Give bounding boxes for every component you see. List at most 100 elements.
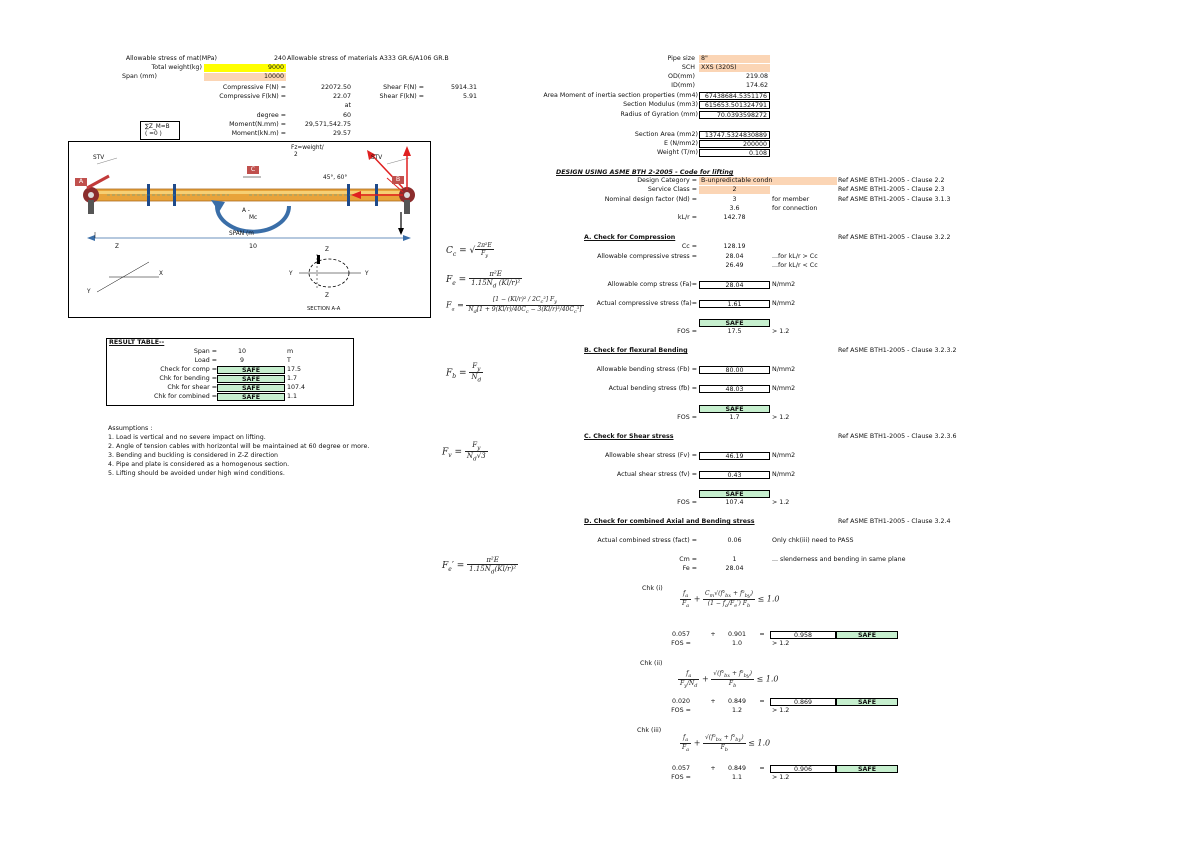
fe-value: 28.04 bbox=[725, 565, 744, 572]
sch-input[interactable]: XXS (320S) bbox=[699, 64, 770, 72]
weight-per-m-value: 0.108 bbox=[699, 149, 770, 157]
shear-kn-value: 5.91 bbox=[462, 93, 477, 100]
shear-ref: Ref ASME BTH1-2005 - Clause 3.2.3.6 bbox=[838, 433, 957, 440]
result-comb-label: Chk for combined = bbox=[153, 393, 217, 400]
chk2-label: Chk (ii) bbox=[640, 660, 663, 667]
allow-comp-n1: ...for kL/r > Cc bbox=[772, 253, 818, 260]
shear-fos-label: FOS = bbox=[677, 499, 697, 506]
compressive-n-value: 22072.50 bbox=[320, 84, 351, 91]
chk1-label: Chk (i) bbox=[642, 585, 663, 592]
chk2-result: 0.869 bbox=[770, 698, 836, 706]
fact-value: 0.06 bbox=[727, 537, 742, 544]
fv-actual-label: Actual shear stress (fv) = bbox=[616, 471, 697, 478]
sch-label: SCH bbox=[681, 64, 695, 71]
lifting-beam-diagram: Fz=weight/ 2 STV STV 45°, 60° A B C A - … bbox=[68, 141, 431, 318]
stv-right-label: STV bbox=[371, 155, 383, 161]
fv-actual-value: 0.43 bbox=[699, 471, 770, 479]
section-modulus-label: Section Modulus (mm3) bbox=[623, 101, 698, 108]
design-title: DESIGN USING ASME BTH 2-2005 - Code for … bbox=[556, 169, 734, 176]
chk2-b: 0.849 bbox=[727, 698, 747, 705]
fa-allow-value: 28.04 bbox=[699, 281, 770, 289]
fb-allow-value: 80.00 bbox=[699, 366, 770, 374]
chk2-fos-value: 1.2 bbox=[731, 707, 742, 714]
moment-knm-label: Moment(kN.m) = bbox=[231, 130, 286, 137]
service-class-label: Service Class = bbox=[647, 186, 697, 193]
nd-connection-value: 3.6 bbox=[729, 205, 740, 212]
chk3-plus: + bbox=[710, 765, 716, 772]
result-comb-fos: 1.1 bbox=[287, 393, 298, 400]
allow-comp-n2: ...for kL/r < Cc bbox=[772, 262, 818, 269]
compression-fos-label: FOS = bbox=[677, 328, 697, 335]
klr-value: 142.78 bbox=[723, 214, 746, 221]
span-input[interactable]: 10000 bbox=[204, 73, 286, 81]
angle-label: 45°, 60° bbox=[323, 175, 348, 181]
fb-actual-label: Actual bending stress (fb) = bbox=[608, 385, 697, 392]
chk3-label: Chk (iii) bbox=[637, 727, 662, 734]
od-label: OD(mm) bbox=[668, 73, 695, 80]
id-value: 174.62 bbox=[745, 82, 768, 89]
result-bend-fos: 1.7 bbox=[287, 375, 298, 382]
axis-z-label: Z bbox=[115, 244, 119, 250]
shear-heading: C. Check for Shear stress bbox=[584, 433, 674, 440]
compressive-kn-label: Compressive F(kN) = bbox=[219, 93, 286, 100]
e-modulus-label: E (N/mm2) bbox=[664, 140, 698, 147]
allow-stress-value[interactable]: 240 bbox=[273, 55, 286, 62]
shear-kn-label: Shear F(kN) = bbox=[379, 93, 424, 100]
chk1-status: SAFE bbox=[836, 631, 898, 639]
design-category-input[interactable]: B-unpredictable condn bbox=[699, 177, 837, 185]
compression-status: SAFE bbox=[699, 319, 770, 327]
axis-y-label: Y bbox=[87, 289, 91, 295]
chk1-fos-label: FOS = bbox=[671, 640, 691, 647]
bending-status: SAFE bbox=[699, 405, 770, 413]
result-table-title: RESULT TABLE-- bbox=[109, 339, 165, 346]
result-shear-status: SAFE bbox=[217, 384, 285, 392]
service-class-ref: Ref ASME BTH1-2005 - Clause 2.3 bbox=[838, 186, 945, 193]
stv-left-label: STV bbox=[93, 155, 105, 161]
chk2-a: 0.020 bbox=[671, 698, 691, 705]
moment-nmm-value: 29,571,542.75 bbox=[304, 121, 351, 128]
degree-value: 60 bbox=[342, 112, 351, 119]
result-bend-status: SAFE bbox=[217, 375, 285, 383]
moment-sum-note: ∑Z_M=B ( =0 ) bbox=[140, 121, 180, 140]
total-weight-input[interactable]: 9000 bbox=[204, 64, 286, 72]
result-load-unit: T bbox=[287, 357, 291, 364]
chk2-plus: + bbox=[710, 698, 716, 705]
compressive-kn-value: 22.07 bbox=[332, 93, 351, 100]
radius-gyration-value: 70.0393598272 bbox=[699, 111, 770, 119]
beam-diagram-svg bbox=[83, 146, 415, 293]
shear-fos-req: > 1.2 bbox=[772, 499, 790, 506]
bending-fos-label: FOS = bbox=[677, 414, 697, 421]
cm-value: 1 bbox=[732, 556, 737, 563]
assumption-item: 1. Load is vertical and no severe impact… bbox=[108, 434, 266, 441]
at-label: at bbox=[344, 102, 351, 109]
chk1-a: 0.057 bbox=[671, 631, 691, 638]
chk1-fos-req: > 1.2 bbox=[772, 640, 790, 647]
radius-gyration-label: Radius of Gyration (mm) bbox=[620, 111, 698, 118]
nd-label: Nominal design factor (Nd) = bbox=[604, 196, 697, 203]
chk2-fos-label: FOS = bbox=[671, 707, 691, 714]
moment-label: A - bbox=[242, 208, 250, 214]
result-comp-fos: 17.5 bbox=[287, 366, 302, 373]
result-comp-status: SAFE bbox=[217, 366, 285, 374]
assumption-item: 3. Bending and buckling is considered in… bbox=[108, 452, 279, 459]
area-moment-label: Area Moment of inertia section propertie… bbox=[543, 92, 698, 99]
chk3-a: 0.057 bbox=[671, 765, 691, 772]
point-a-marker: A bbox=[75, 178, 87, 186]
service-class-input[interactable]: 2 bbox=[699, 186, 770, 194]
cc-value: 128.19 bbox=[723, 243, 746, 250]
fb-actual-value: 48.03 bbox=[699, 385, 770, 393]
nd-member-value: 3 bbox=[732, 196, 737, 203]
design-category-label: Design Category = bbox=[637, 177, 697, 184]
result-shear-label: Chk for shear = bbox=[167, 384, 217, 391]
section-y-right-label: Y bbox=[365, 271, 369, 277]
assumptions-title: Assumptions : bbox=[108, 425, 153, 432]
span-dimension-value: 10 bbox=[249, 243, 258, 250]
pipe-size-input[interactable]: 8" bbox=[699, 55, 770, 63]
fv-allow-value: 46.19 bbox=[699, 452, 770, 460]
chk3-status: SAFE bbox=[836, 765, 898, 773]
chk1-b: 0.901 bbox=[727, 631, 747, 638]
